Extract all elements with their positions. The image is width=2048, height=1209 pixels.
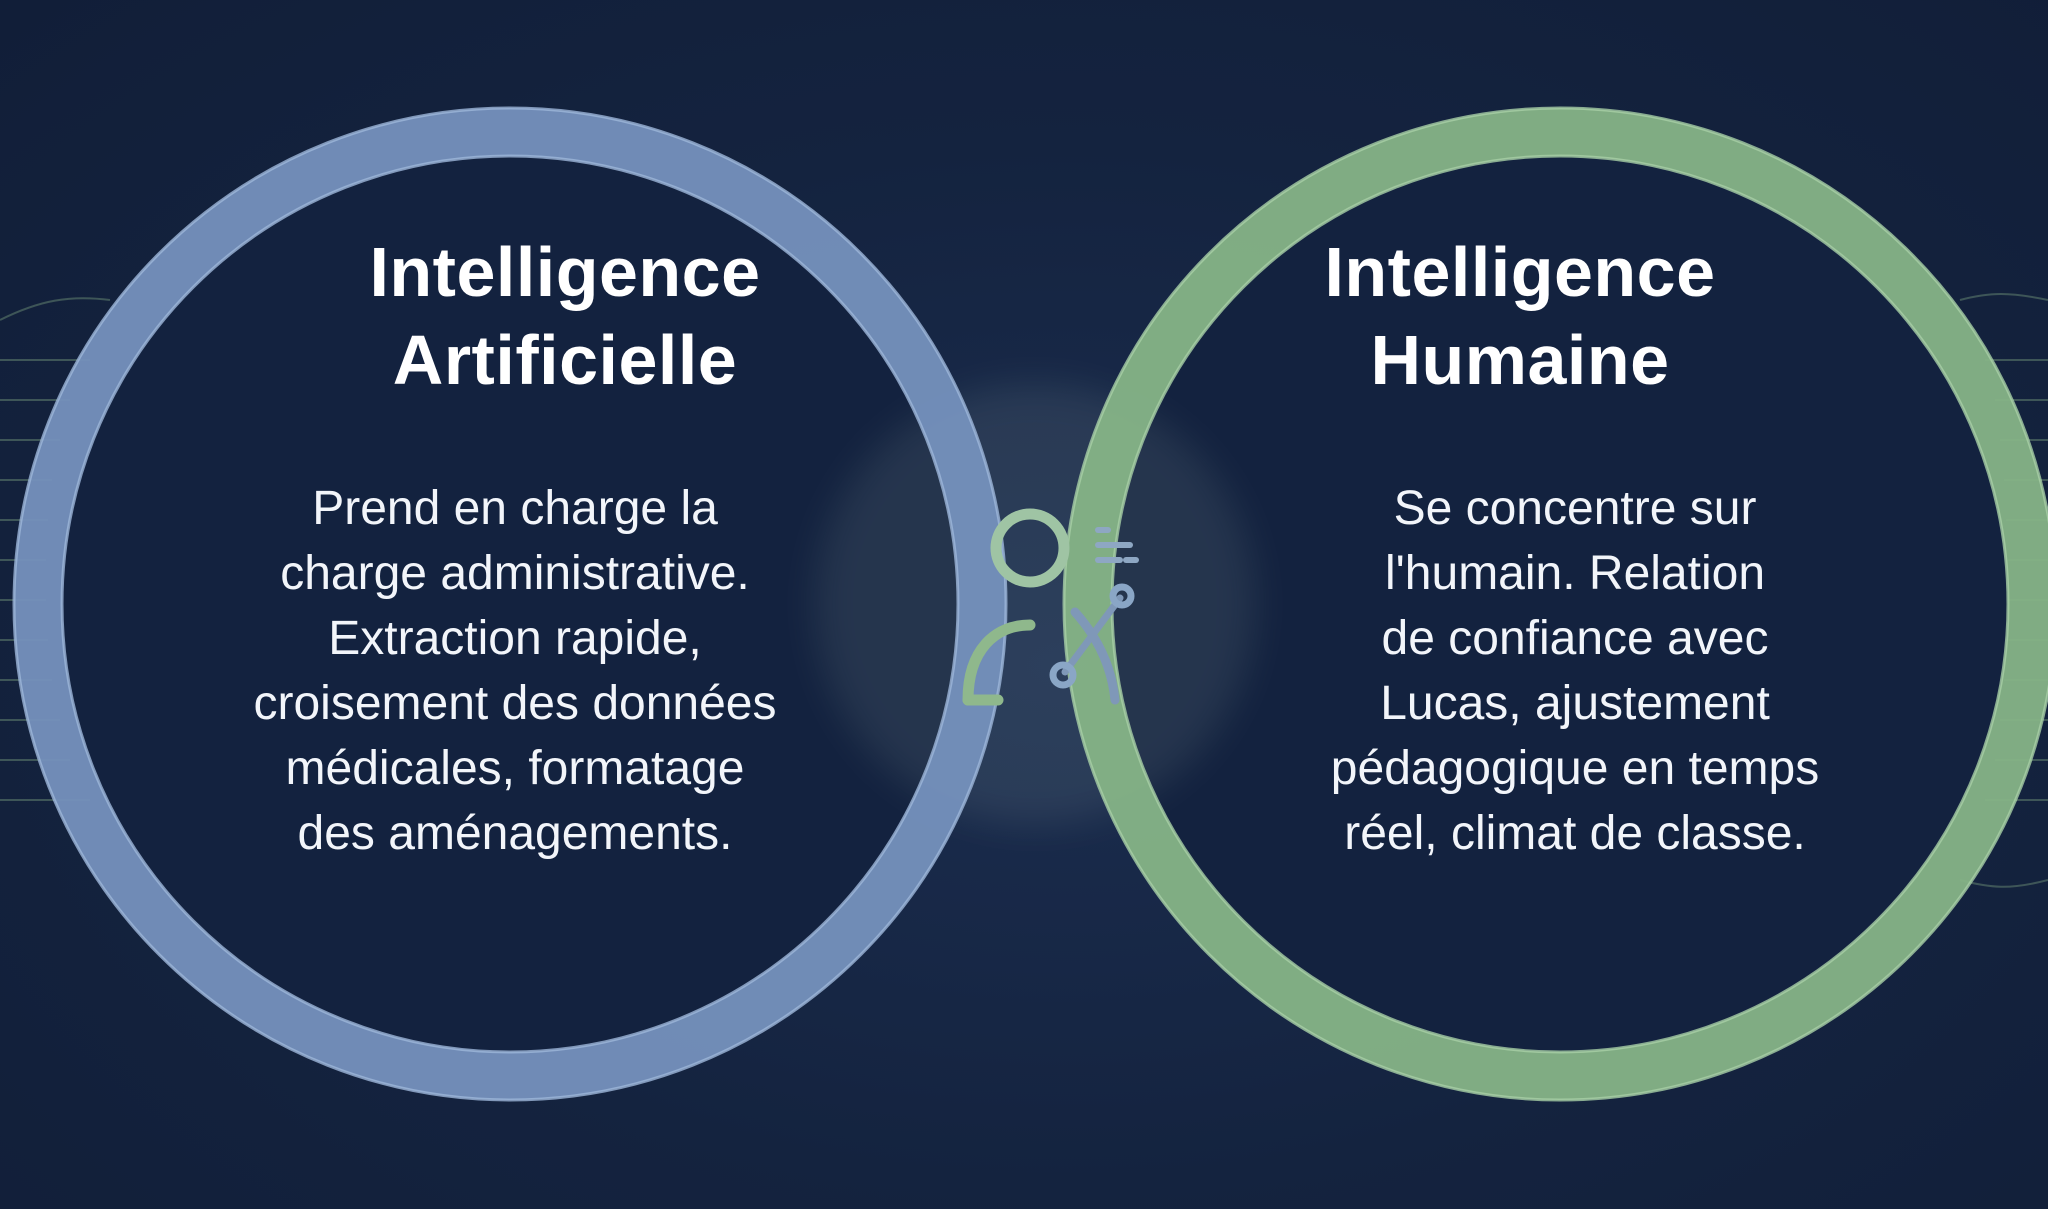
human-desc-line-2: l'humain. Relation [1384, 547, 1766, 600]
ai-title-line-2: Artificielle [392, 321, 738, 399]
ai-desc-line-4: croisement des données [253, 677, 777, 730]
human-desc-line-5: pédagogique en temps [1330, 742, 1820, 795]
human-title-line-1: Intelligence [1324, 233, 1716, 311]
human-desc-line-4: Lucas, ajustement [1380, 677, 1770, 730]
human-title-line-2: Humaine [1370, 321, 1670, 399]
ai-desc-line-5: médicales, formatage [285, 742, 745, 795]
ai-desc-line-6: des aménagements. [297, 807, 733, 860]
ai-desc-line-1: Prend en charge la [312, 482, 718, 535]
ai-desc-line-2: charge administrative. [280, 547, 750, 600]
human-desc-line-6: réel, climat de classe. [1344, 807, 1806, 860]
ai-circle-description: Prend en charge la charge administrative… [190, 476, 840, 866]
ai-circle-fill [62, 156, 958, 1052]
person-network-icon [962, 508, 1139, 706]
human-desc-line-3: de confiance avec [1381, 612, 1769, 665]
human-circle-title: Intelligence Humaine [1255, 228, 1785, 404]
ai-title-line-1: Intelligence [369, 233, 761, 311]
human-circle-ring [1064, 108, 2048, 1100]
ai-circle-title: Intelligence Artificielle [300, 228, 830, 404]
human-circle-description: Se concentre sur l'humain. Relation de c… [1245, 476, 1905, 866]
ai-desc-line-3: Extraction rapide, [328, 612, 702, 665]
ai-circle-ring [14, 108, 1006, 1100]
human-circle-fill [1112, 156, 2008, 1052]
human-desc-line-1: Se concentre sur [1393, 482, 1757, 535]
